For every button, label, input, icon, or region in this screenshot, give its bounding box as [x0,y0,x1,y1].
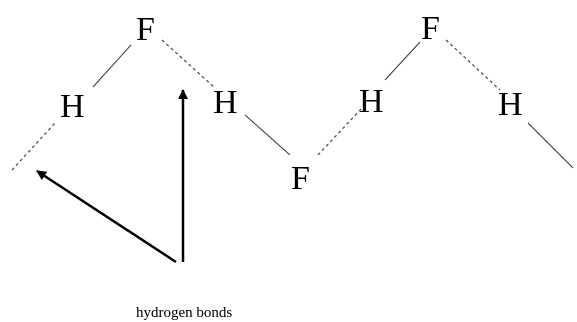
atom-f3: F [421,10,440,47]
covalent-bond-h2-f2 [244,114,291,156]
hydrogen-bond-f1-h2 [161,39,216,89]
hydrogen-bond-f3-h4 [445,39,501,91]
arrow-to-left-hydrogen-bond [36,169,177,264]
covalent-bond-h3-f3 [384,41,421,81]
atom-h1: H [60,88,85,125]
atom-f2: F [291,160,310,197]
atom-h2: H [213,84,238,121]
hydrogen-bond-left-end [11,122,56,171]
atom-h4: H [498,86,523,123]
hydrogen-bonds-caption: hydrogen bonds [136,305,232,321]
covalent-bond-h4-right-end [527,122,574,169]
atom-f1: F [136,11,155,48]
atom-h3: H [359,83,384,120]
hydrogen-bond-f2-h3 [317,107,363,156]
covalent-bond-h1-f1 [92,44,132,88]
